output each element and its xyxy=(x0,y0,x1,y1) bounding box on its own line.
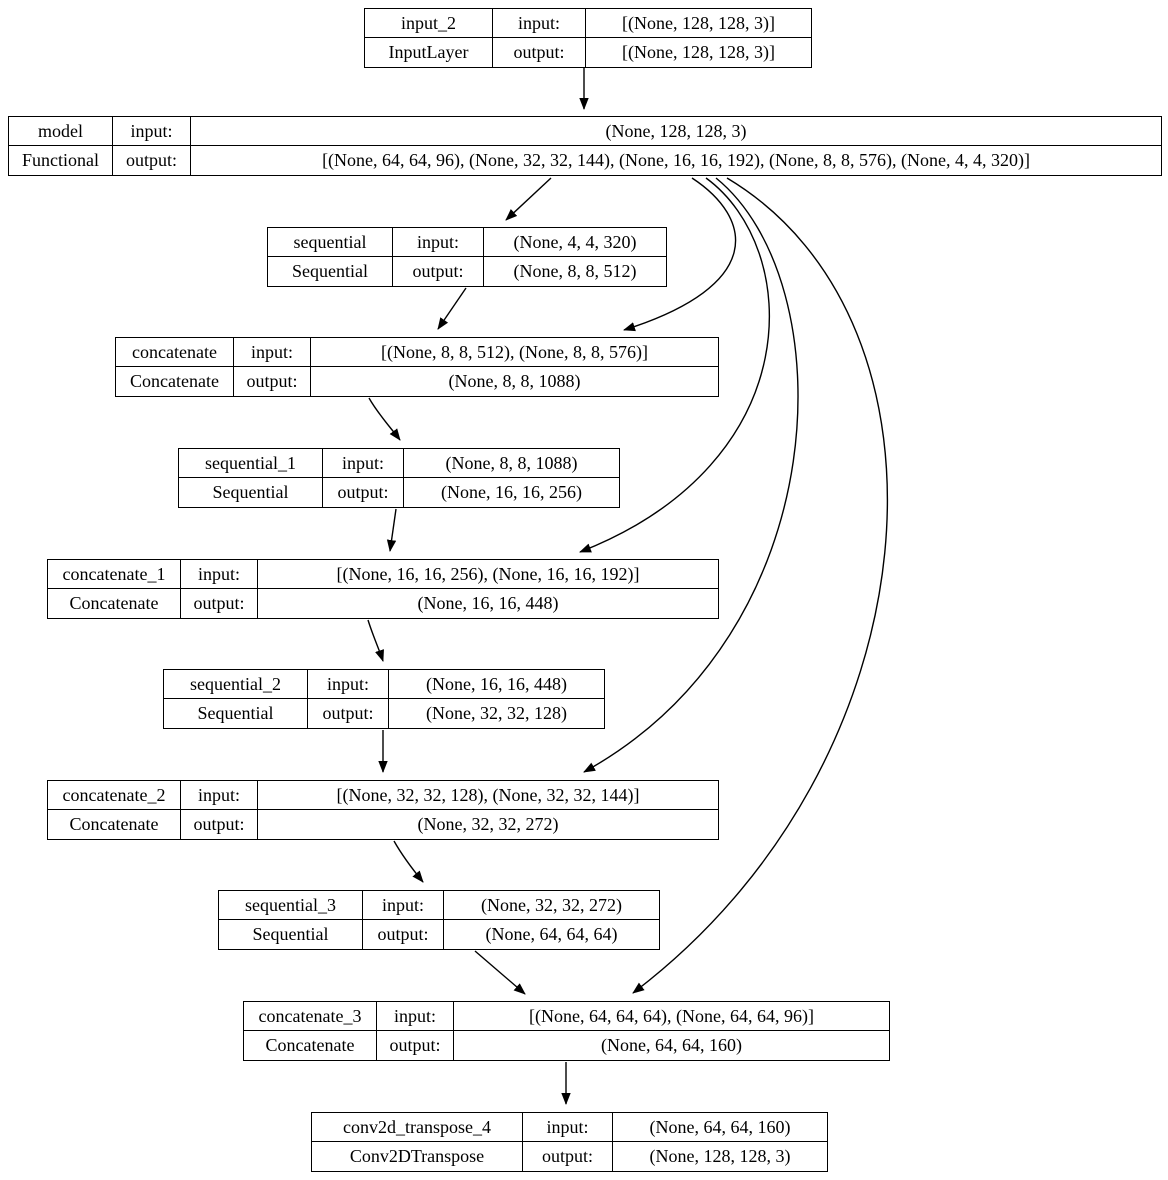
layer-class: Concatenate xyxy=(244,1031,377,1060)
layer-name: conv2d_transpose_4 xyxy=(312,1113,523,1141)
node-sequential: sequential input: (None, 4, 4, 320) Sequ… xyxy=(267,227,667,287)
input-label: input: xyxy=(323,449,404,477)
node-sequential_3: sequential_3 input: (None, 32, 32, 272) … xyxy=(218,890,660,950)
edge-sequential_1-concatenate_1 xyxy=(386,508,397,552)
layer-name: sequential_1 xyxy=(179,449,323,477)
layer-class: Concatenate xyxy=(48,589,181,618)
output-shape: [(None, 128, 128, 3)] xyxy=(622,42,775,62)
edge-model-concatenate xyxy=(623,177,737,332)
edge-model-concatenate_2 xyxy=(583,177,799,773)
output-label: output: xyxy=(493,38,586,67)
input-shape: (None, 32, 32, 272) xyxy=(481,894,622,915)
output-shape: (None, 8, 8, 1088) xyxy=(448,371,581,391)
node-sequential_1: sequential_1 input: (None, 8, 8, 1088) S… xyxy=(178,448,620,508)
output-label: output: xyxy=(393,257,484,286)
output-shape: (None, 8, 8, 512) xyxy=(513,261,637,281)
edge-model-sequential xyxy=(505,177,552,221)
input-label: input: xyxy=(113,117,191,145)
layer-name: concatenate_3 xyxy=(244,1002,377,1030)
layer-name: input_2 xyxy=(365,9,493,37)
input-label: input: xyxy=(234,338,311,366)
output-label: output: xyxy=(181,589,258,618)
edge-concatenate_2-sequential_3 xyxy=(393,840,424,883)
output-label: output: xyxy=(308,699,389,728)
layer-name: concatenate_2 xyxy=(48,781,181,809)
edge-concatenate-sequential_1 xyxy=(368,397,401,441)
layer-class: Sequential xyxy=(268,257,393,286)
output-shape: (None, 64, 64, 64) xyxy=(485,924,618,944)
input-label: input: xyxy=(493,9,586,37)
node-sequential_2: sequential_2 input: (None, 16, 16, 448) … xyxy=(163,669,605,729)
output-shape: (None, 16, 16, 448) xyxy=(417,593,559,613)
input-label: input: xyxy=(393,228,484,256)
input-shape: (None, 4, 4, 320) xyxy=(513,231,637,252)
input-shape: [(None, 8, 8, 512), (None, 8, 8, 576)] xyxy=(381,341,648,362)
output-shape: (None, 128, 128, 3) xyxy=(649,1146,791,1166)
node-concatenate: concatenate input: [(None, 8, 8, 512), (… xyxy=(115,337,719,397)
input-label: input: xyxy=(181,781,258,809)
layer-class: InputLayer xyxy=(365,38,493,67)
output-shape: (None, 16, 16, 256) xyxy=(441,482,582,502)
output-label: output: xyxy=(323,478,404,507)
input-shape: [(None, 64, 64, 64), (None, 64, 64, 96)] xyxy=(529,1005,814,1026)
output-shape: (None, 64, 64, 160) xyxy=(601,1035,742,1055)
input-label: input: xyxy=(363,891,444,919)
layer-name: sequential_3 xyxy=(219,891,363,919)
input-shape: [(None, 16, 16, 256), (None, 16, 16, 192… xyxy=(336,563,640,584)
input-shape: (None, 16, 16, 448) xyxy=(426,673,567,694)
edge-model-concatenate_1 xyxy=(579,177,771,553)
output-label: output: xyxy=(363,920,444,949)
input-label: input: xyxy=(377,1002,454,1030)
input-label: input: xyxy=(181,560,258,588)
layer-name: sequential xyxy=(268,228,393,256)
layer-name: sequential_2 xyxy=(164,670,308,698)
edge-model-concatenate_3 xyxy=(632,177,889,994)
layer-class: Sequential xyxy=(179,478,323,507)
output-label: output: xyxy=(234,367,311,396)
input-label: input: xyxy=(523,1113,613,1141)
layer-name: concatenate_1 xyxy=(48,560,181,588)
input-shape: (None, 64, 64, 160) xyxy=(649,1116,791,1137)
node-model: model input: (None, 128, 128, 3) Functio… xyxy=(8,116,1162,176)
input-shape: [(None, 32, 32, 128), (None, 32, 32, 144… xyxy=(336,784,640,805)
output-label: output: xyxy=(523,1142,613,1171)
input-shape: (None, 8, 8, 1088) xyxy=(445,452,578,473)
input-shape: (None, 128, 128, 3) xyxy=(605,120,747,141)
layer-class: Concatenate xyxy=(116,367,234,396)
edge-sequential-concatenate xyxy=(437,287,467,330)
edge-sequential_3-concatenate_3 xyxy=(474,950,526,995)
layer-class: Functional xyxy=(9,146,113,175)
layer-name: concatenate xyxy=(116,338,234,366)
node-conv2d_transpose_4: conv2d_transpose_4 input: (None, 64, 64,… xyxy=(311,1112,828,1172)
output-shape: (None, 32, 32, 272) xyxy=(417,814,559,834)
output-shape: (None, 32, 32, 128) xyxy=(426,703,567,723)
edge-concatenate_1-sequential_2 xyxy=(367,619,384,662)
output-shape: [(None, 64, 64, 96), (None, 32, 32, 144)… xyxy=(322,150,1030,170)
node-concatenate_1: concatenate_1 input: [(None, 16, 16, 256… xyxy=(47,559,719,619)
output-label: output: xyxy=(113,146,191,175)
input-shape: [(None, 128, 128, 3)] xyxy=(622,12,775,33)
layer-class: Sequential xyxy=(219,920,363,949)
node-input_2: input_2 input: [(None, 128, 128, 3)] Inp… xyxy=(364,8,812,68)
node-concatenate_2: concatenate_2 input: [(None, 32, 32, 128… xyxy=(47,780,719,840)
layer-name: model xyxy=(9,117,113,145)
input-label: input: xyxy=(308,670,389,698)
layer-class: Sequential xyxy=(164,699,308,728)
node-concatenate_3: concatenate_3 input: [(None, 64, 64, 64)… xyxy=(243,1001,890,1061)
layer-class: Conv2DTranspose xyxy=(312,1142,523,1171)
layer-class: Concatenate xyxy=(48,810,181,839)
output-label: output: xyxy=(181,810,258,839)
output-label: output: xyxy=(377,1031,454,1060)
